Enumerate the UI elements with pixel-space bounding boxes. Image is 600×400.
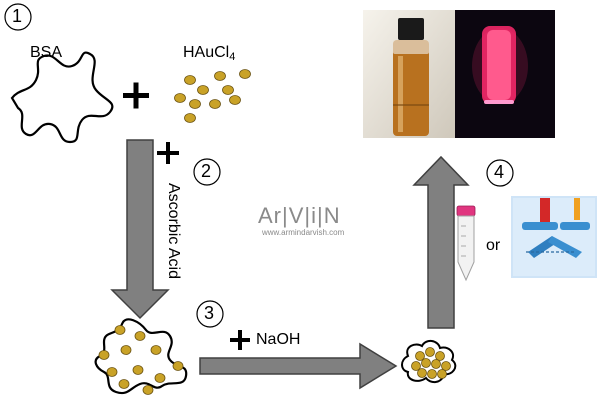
step-circle-3	[196, 300, 224, 328]
protein-icon	[10, 51, 114, 144]
step-circle-2	[193, 158, 221, 186]
step-number-4: 4	[494, 162, 505, 182]
centrifuge-tube-icon	[456, 205, 476, 282]
or-label: or	[486, 237, 501, 254]
ascorbic-acid-label: Ascorbic Acid	[165, 182, 182, 280]
plus-icon	[157, 142, 179, 164]
protein-gold-complex	[94, 318, 188, 395]
right-arrow-icon	[199, 342, 398, 390]
gold-salt-label-text: HAuCl	[183, 44, 230, 61]
gold-nanocluster	[401, 340, 457, 384]
gold-salt-label: HAuCl4	[183, 44, 235, 63]
naoh-label: NaOH	[256, 331, 301, 348]
gold-particles-icon	[411, 347, 451, 379]
gold-particles-icon	[98, 325, 184, 395]
gold-salt-subscript: 4	[229, 51, 236, 63]
step-number-2: 2	[201, 161, 212, 181]
watermark-logo: Ar|V|i|N	[258, 203, 341, 228]
step-number-1: 1	[12, 6, 23, 26]
step-circle-4	[486, 159, 514, 187]
plus-icon	[230, 330, 250, 350]
bsa-label: BSA	[30, 44, 63, 61]
plus-icon	[123, 82, 149, 109]
dialysis-cassette-icon	[511, 196, 597, 278]
down-arrow-icon	[110, 139, 170, 320]
gold-particles-icon	[174, 69, 251, 123]
up-arrow-icon	[412, 155, 470, 329]
step-number-3: 3	[204, 303, 215, 323]
vial-photo-uv-fluorescence	[455, 10, 555, 138]
vial-photo-ambient	[363, 10, 455, 138]
watermark-url: www.armindarvish.com	[262, 228, 345, 237]
step-circle-1	[4, 3, 32, 31]
